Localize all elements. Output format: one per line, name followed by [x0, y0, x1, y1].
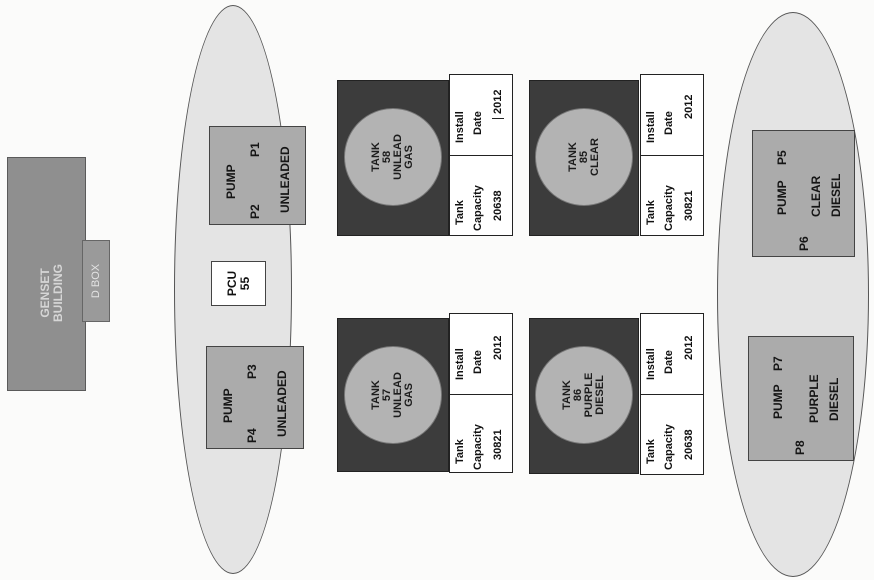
tank-86-circle: TANK 86 PURPLE DIESEL: [535, 346, 633, 444]
pump-p3-p4: PUMP P4 P3 UNLEADED: [206, 346, 304, 449]
pump-fuel: UNLEADED: [275, 370, 289, 437]
capacity-label: Capacity: [472, 185, 484, 231]
pump-fuel-line2: DIESEL: [827, 377, 841, 421]
capacity-label: Capacity: [663, 424, 675, 470]
d-box: D BOX: [82, 240, 110, 322]
install-date-cell: Install Date 2012: [641, 75, 703, 156]
pump-label-a: P2: [248, 204, 262, 219]
pump-island-right: [717, 12, 869, 577]
tank-label: Tank: [454, 200, 466, 225]
tank-label: Tank: [454, 439, 466, 464]
tank-57: TANK 57 UNLEAD GAS: [337, 318, 449, 472]
tank-label-line4: GAS: [403, 383, 415, 407]
tank-label-line4: DIESEL: [594, 375, 606, 415]
pump-title: PUMP: [221, 388, 235, 423]
pump-label-a: P8: [793, 440, 807, 455]
pump-label-b: P5: [775, 150, 789, 165]
capacity-value: 30821: [492, 429, 504, 460]
capacity-value: 20638: [683, 429, 695, 460]
pcu-box: PCU 55: [211, 261, 266, 306]
tank-label-line1: TANK: [566, 142, 579, 172]
pump-fuel-line2: DIESEL: [829, 173, 843, 217]
tank-capacity-cell: Tank Capacity 30821: [641, 155, 703, 235]
pump-label-a: P4: [245, 428, 259, 443]
tank-86-info-table: Install Date 2012 Tank Capacity 20638: [640, 313, 704, 475]
date-label: Date: [663, 350, 675, 374]
pump-title: PUMP: [224, 164, 238, 199]
pump-p1-p2: PUMP P2 P1 UNLEADED: [209, 126, 306, 225]
install-year: 2012: [492, 335, 504, 360]
install-year: 2012: [683, 335, 695, 360]
date-label: Date: [663, 111, 675, 135]
genset-building: GENSET BUILDING: [7, 157, 86, 391]
tank-85: TANK 85 CLEAR: [529, 80, 639, 236]
pump-label-b: P3: [245, 364, 259, 379]
install-year: 2012: [492, 89, 504, 119]
install-date-cell: Install Date 2012: [641, 314, 703, 395]
pump-label-a: P6: [797, 236, 811, 251]
tank-label: Tank: [645, 439, 657, 464]
pump-label-b: P7: [771, 356, 785, 371]
pump-title: PUMP: [775, 180, 789, 215]
install-label: Install: [454, 111, 466, 143]
tank-capacity-cell: Tank Capacity 20638: [450, 155, 512, 235]
pump-title: PUMP: [771, 384, 785, 419]
date-label: Date: [472, 111, 484, 135]
pump-p5-p6: PUMP P6 P5 CLEAR DIESEL: [752, 130, 855, 257]
tank-capacity-cell: Tank Capacity 30821: [450, 394, 512, 472]
capacity-value: 30821: [683, 190, 695, 221]
tank-85-circle: TANK 85 CLEAR: [535, 108, 633, 206]
install-year: 2012: [683, 94, 695, 119]
d-box-label: D BOX: [90, 263, 102, 299]
tank-58-circle: TANK 58 UNLEAD GAS: [344, 108, 442, 206]
tank-label-line2: 85: [577, 150, 590, 164]
tank-57-info-table: Install Date 2012 Tank Capacity 30821: [449, 313, 513, 473]
tank-85-label: TANK 85 CLEAR: [536, 109, 632, 205]
pcu-label: PCU 55: [218, 262, 259, 305]
capacity-label: Capacity: [663, 185, 675, 231]
pcu-label-line2: 55: [237, 276, 252, 291]
date-label: Date: [472, 350, 484, 374]
install-date-cell: Install Date 2012: [450, 75, 512, 156]
tank-86-label: TANK 86 PURPLE DIESEL: [536, 347, 632, 443]
pump-fuel-line1: PURPLE: [807, 374, 821, 423]
genset-building-label: GENSET BUILDING: [32, 177, 72, 409]
tank-57-label: TANK 57 UNLEAD GAS: [345, 347, 441, 443]
pump-fuel-line1: CLEAR: [809, 175, 823, 217]
tank-58: TANK 58 UNLEAD GAS: [337, 80, 449, 236]
pump-p7-p8: PUMP P8 P7 PURPLE DIESEL: [748, 336, 854, 461]
tank-86: TANK 86 PURPLE DIESEL: [529, 318, 639, 474]
tank-58-info-table: Install Date 2012 Tank Capacity 20638: [449, 74, 513, 236]
pcu-label-line1: PCU: [224, 270, 239, 297]
pump-fuel: UNLEADED: [278, 146, 292, 213]
install-date-cell: Install Date 2012: [450, 314, 512, 395]
install-label: Install: [645, 348, 657, 380]
install-label: Install: [454, 348, 466, 380]
tank-85-info-table: Install Date 2012 Tank Capacity 30821: [640, 74, 704, 236]
install-label: Install: [645, 111, 657, 143]
tank-label: Tank: [645, 200, 657, 225]
genset-label-line2: BUILDING: [51, 264, 65, 322]
tank-label-line4: GAS: [403, 145, 415, 169]
tank-capacity-cell: Tank Capacity 20638: [641, 394, 703, 474]
pump-label-b: P1: [248, 142, 262, 157]
tank-58-label: TANK 58 UNLEAD GAS: [345, 109, 441, 205]
tank-label-line3: CLEAR: [588, 138, 601, 176]
capacity-label: Capacity: [472, 424, 484, 470]
capacity-value: 20638: [492, 190, 504, 221]
tank-57-circle: TANK 57 UNLEAD GAS: [344, 346, 442, 444]
